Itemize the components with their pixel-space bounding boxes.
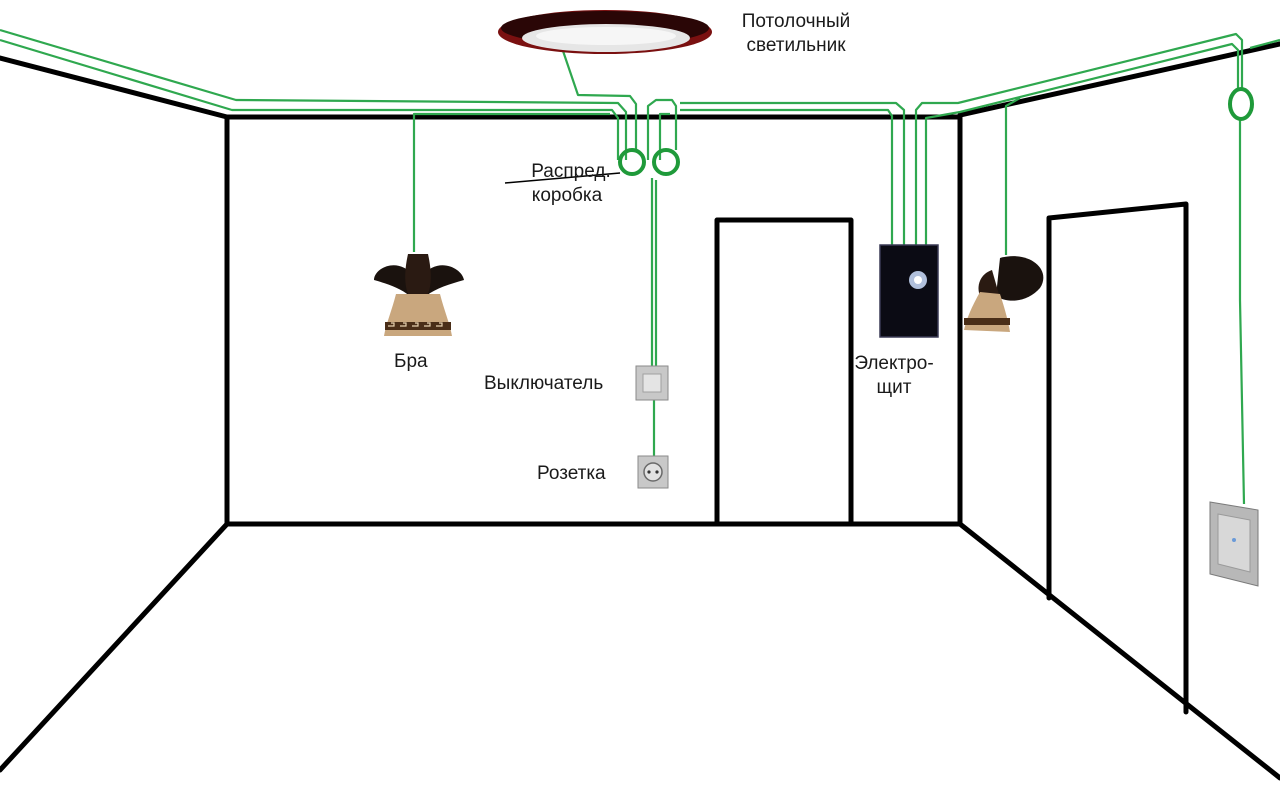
junction-box-icon <box>618 87 1254 176</box>
back-door <box>714 217 854 527</box>
wire-left-2 <box>0 38 620 160</box>
socket-pin-1 <box>647 470 651 474</box>
wire-panel-2 <box>680 108 894 245</box>
wire-panel-4 <box>924 42 1240 245</box>
wiring <box>0 28 1280 505</box>
wire-left-1 <box>0 28 628 160</box>
label-ceiling-lamp-line1: Потолочный <box>741 11 851 32</box>
sconce-right-wing <box>422 265 464 296</box>
wire-sconce-left <box>412 112 610 252</box>
wire-right-down <box>1238 118 1246 505</box>
panel-body <box>880 245 938 337</box>
light-switch-icon-right <box>1209 501 1259 587</box>
wire-jb2-a <box>646 98 678 160</box>
back-wall <box>224 114 963 527</box>
label-panel-line2: щит <box>876 377 912 398</box>
label-panel: Электро- щит <box>848 352 940 400</box>
panel-frame <box>879 244 939 338</box>
wire-sconce-right <box>1004 97 1021 255</box>
right-ceiling-edge <box>957 41 1280 118</box>
label-junction-box: Распред. коробка <box>500 160 624 208</box>
light-switch-icon <box>635 365 669 401</box>
label-sconce: Бра <box>394 351 428 372</box>
right-floor-edge <box>957 521 1280 781</box>
wire-lamp <box>560 47 638 150</box>
panel-glow-core <box>914 276 922 284</box>
ceiling-lamp-icon <box>498 10 712 54</box>
label-socket: Розетка <box>537 463 606 484</box>
wall-sconce-icon-right <box>964 256 1044 332</box>
junction-box-pointer <box>504 172 621 184</box>
label-switch: Выключатель <box>484 373 604 394</box>
sconce-right-band <box>964 318 1010 325</box>
junction-box-3 <box>1228 87 1254 121</box>
label-ceiling-lamp-line2: светильник <box>746 35 846 56</box>
label-ceiling-lamp: Потолочный светильник <box>726 10 866 58</box>
power-socket-icon <box>637 455 669 489</box>
junction-box-1 <box>618 148 646 176</box>
side-door <box>1046 201 1189 715</box>
electrical-panel-icon <box>879 244 939 338</box>
right-switch-led <box>1232 538 1236 542</box>
sconce-right-back <box>996 256 1044 301</box>
sconce-body <box>405 254 431 298</box>
left-floor-edge <box>0 521 230 773</box>
label-panel-line1: Электро- <box>854 353 934 374</box>
left-ceiling-edge <box>0 55 230 120</box>
wire-panel-3 <box>914 32 1244 245</box>
wall-sconce-icon <box>374 254 464 336</box>
switch-key <box>642 373 662 393</box>
socket-pin-2 <box>655 470 659 474</box>
label-junction-box-line1: Распред. <box>531 161 611 182</box>
wire-jb2-b <box>658 112 670 160</box>
socket-face <box>643 462 663 482</box>
right-switch-key <box>1217 513 1251 573</box>
label-junction-box-line2: коробка <box>531 185 603 206</box>
sconce-right-front <box>978 270 1000 298</box>
wire-right-top <box>1249 38 1280 50</box>
sconce-pattern <box>388 322 443 327</box>
room-outline <box>0 41 1280 781</box>
junction-box-2 <box>652 148 680 176</box>
sconce-left-wing <box>374 265 414 296</box>
wire-panel-1 <box>680 101 906 245</box>
lamp-glass-highlight <box>536 27 676 45</box>
